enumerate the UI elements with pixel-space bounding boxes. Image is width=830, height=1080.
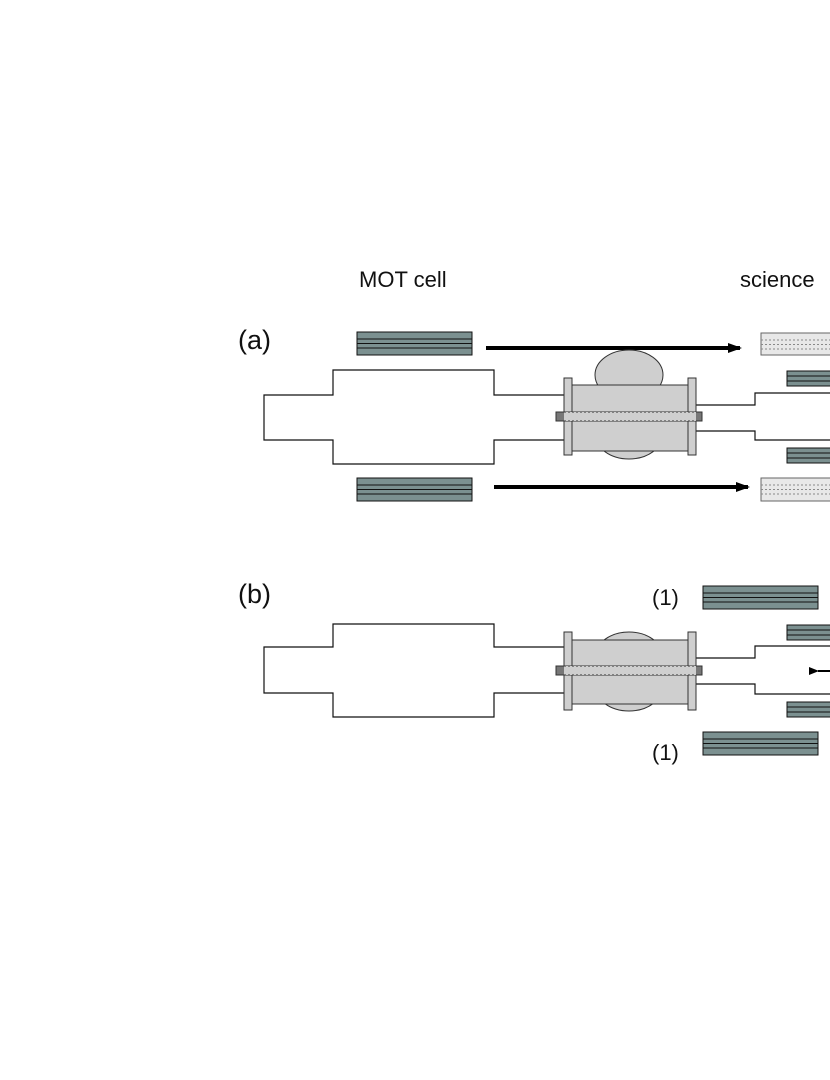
panel-a: (a) <box>238 325 830 502</box>
panel-b: (b) (1) (1) <box>238 579 830 765</box>
gate-valve-b <box>555 631 703 712</box>
gate-valve-a <box>555 349 703 460</box>
coil-tag-bottom: (1) <box>652 740 679 765</box>
science-coil-small-bottom-b <box>786 701 830 718</box>
science-coil-bottom-b <box>702 731 819 756</box>
science-coil-top-b <box>702 585 819 610</box>
mot-coil-bottom <box>356 477 473 502</box>
coil-tag-top: (1) <box>652 585 679 610</box>
panel-a-label: (a) <box>238 325 271 355</box>
vacuum-chamber-outline-a <box>263 369 565 465</box>
science-cell-label: science <box>740 267 815 292</box>
vacuum-chamber-outline-b <box>263 623 565 718</box>
mot-cell-label: MOT cell <box>359 267 447 292</box>
science-coil-target-bottom <box>760 477 830 502</box>
science-coil-small-top-b <box>786 624 830 641</box>
mot-coil-top <box>356 331 473 356</box>
panel-b-label: (b) <box>238 579 271 609</box>
science-tube-outline-b <box>694 645 830 695</box>
science-coil-target-top <box>760 332 830 356</box>
science-coil-small-bottom-a <box>786 447 830 464</box>
science-coil-small-top-a <box>786 370 830 387</box>
science-tube-outline-a <box>694 392 830 441</box>
